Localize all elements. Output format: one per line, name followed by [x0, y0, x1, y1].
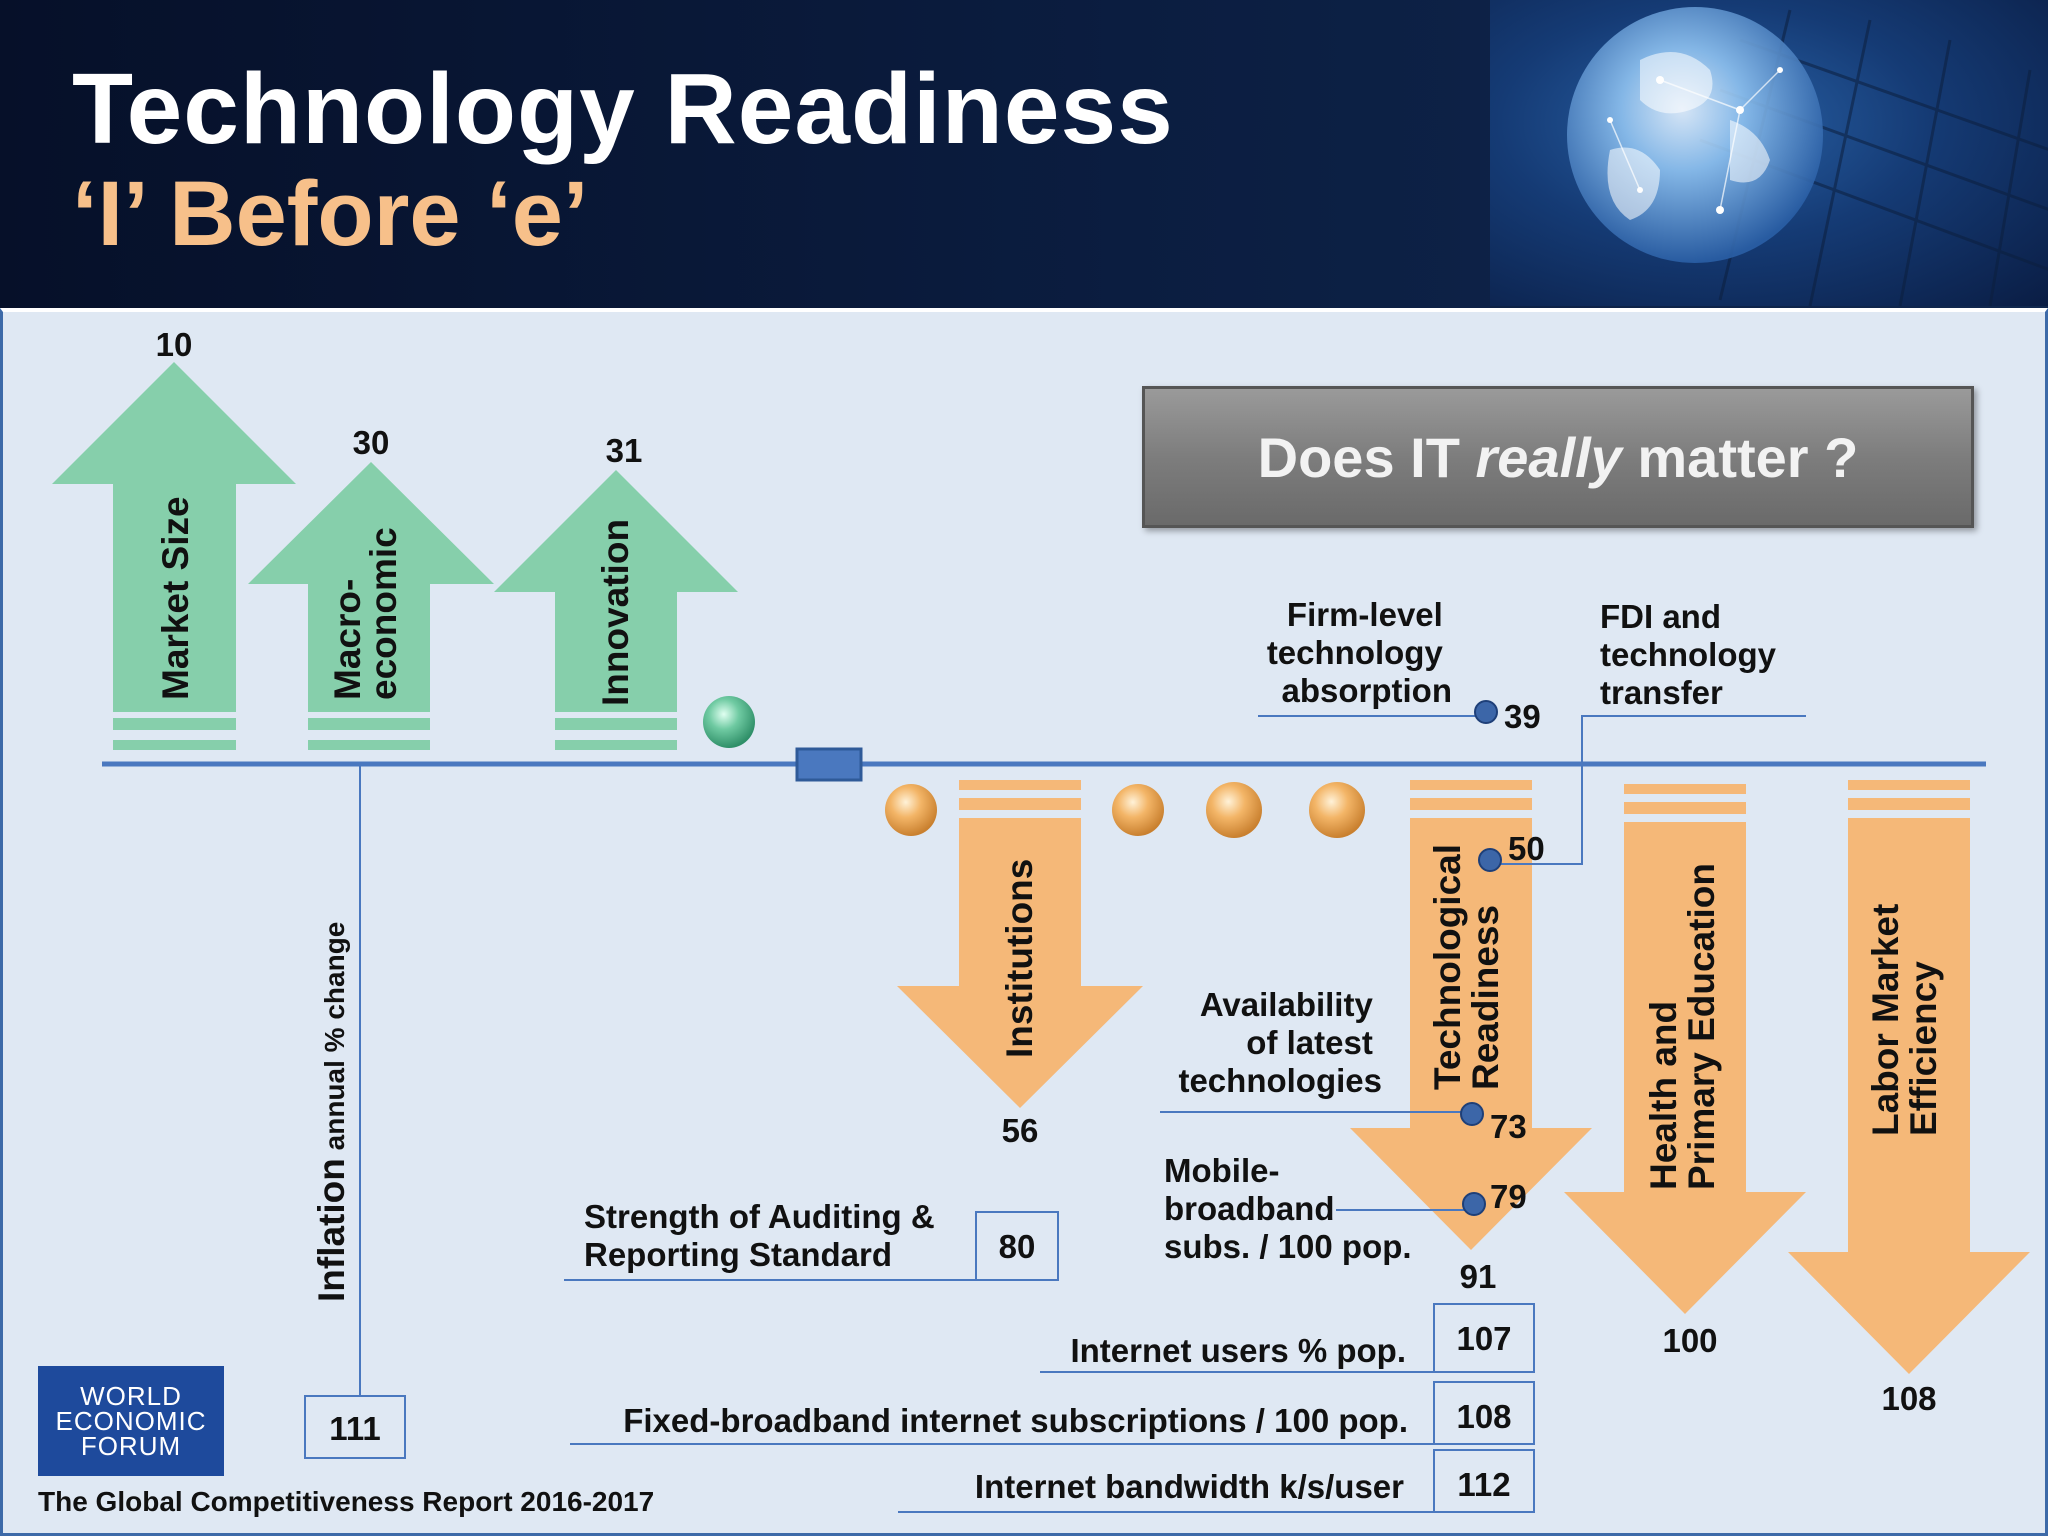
arrow-label-health-line1: Health and — [1643, 1001, 1684, 1190]
inflation-sublabel: annual % change — [319, 922, 350, 1159]
svg-text:Strength of Auditing & R: Strength of Auditing & Reporting Standar… — [584, 1198, 944, 1273]
svg-text:Internet bandwidth k/s/user: Internet bandwidth k/s/user — [975, 1468, 1404, 1505]
arrow-label-health-line2: Primary Education — [1681, 863, 1722, 1190]
rank-institutions: 56 — [1002, 1112, 1039, 1149]
rank-internet-users: 107 — [1456, 1320, 1511, 1357]
orange-ball — [1206, 782, 1262, 838]
arrow-label-labor-line2: Efficiency — [1903, 961, 1944, 1136]
svg-text:Firm-level technology: Firm-level technology absorption — [1267, 596, 1452, 709]
wef-logo: WORLD ECONOMIC FORUM — [38, 1366, 224, 1476]
slide-title: Technology Readiness — [72, 53, 1174, 165]
arrow-technological-readiness: Technological Readiness 91 — [1350, 780, 1592, 1295]
banner-emphasis: really — [1475, 425, 1622, 489]
rank-macroeconomic: 30 — [353, 424, 390, 461]
orange-ball — [1112, 784, 1164, 836]
indicator-availability: Availability of latest technologies 73 — [1160, 986, 1527, 1145]
rank-auditing: 80 — [999, 1228, 1036, 1265]
arrow-label-macro-line1: Macro- — [327, 579, 368, 700]
arrow-label-market-size: Market Size — [155, 496, 196, 700]
rank-technological-readiness: 91 — [1460, 1258, 1497, 1295]
arrow-macroeconomic: Macro- economic 30 — [248, 424, 494, 750]
arrow-label-tech-line1: Technological — [1427, 844, 1468, 1090]
svg-text:Fixed-broadband internet subsc: Fixed-broadband internet subscriptions /… — [623, 1402, 1408, 1439]
inflation-label: Inflation — [311, 1158, 352, 1302]
indicator-bandwidth: Internet bandwidth k/s/user 112 — [898, 1449, 1535, 1513]
svg-text:Inflation annual % change: Inflation annual % change — [311, 922, 352, 1302]
question-banner: Does IT really matter ? — [1142, 386, 1974, 528]
rank-innovation: 31 — [606, 432, 643, 469]
svg-text:FDI and technology: FDI and technology transfer — [1600, 598, 1785, 711]
arrow-labor-market: Labor Market Efficiency 108 — [1788, 780, 2030, 1417]
arrow-label-innovation: Innovation — [595, 519, 636, 706]
arrow-label-institutions: Institutions — [999, 859, 1040, 1058]
arrow-health-education: Health and Primary Education 100 — [1564, 784, 1806, 1359]
rank-market-size: 10 — [156, 326, 193, 363]
svg-text:Internet users % pop.: Internet users % pop. — [1070, 1332, 1406, 1369]
indicator-firm-level: Firm-level technology absorption 39 — [1258, 596, 1541, 735]
arrow-institutions: Institutions 56 — [897, 780, 1143, 1149]
rank-mobile-broadband: 79 — [1490, 1178, 1527, 1215]
orange-ball — [1309, 782, 1365, 838]
header-bar: Technology Readiness ‘I’ Before ‘e’ — [0, 0, 2048, 308]
banner-prefix: Does IT — [1257, 425, 1476, 489]
rank-health-education: 100 — [1662, 1322, 1717, 1359]
footer-source: The Global Competitiveness Report 2016-2… — [38, 1486, 655, 1517]
arrow-innovation: Innovation 31 — [494, 432, 738, 750]
indicator-internet-users: Internet users % pop. 107 — [1040, 1303, 1535, 1373]
arrow-label-labor-line1: Labor Market — [1865, 904, 1906, 1136]
rank-bandwidth: 112 — [1457, 1466, 1510, 1503]
globe-laptop-image — [1490, 0, 2048, 306]
indicator-auditing: Strength of Auditing & Reporting Standar… — [564, 1198, 1059, 1281]
green-ball — [703, 696, 755, 748]
rank-fixed-broadband: 108 — [1456, 1398, 1511, 1435]
axis-marker — [795, 747, 863, 782]
svg-text:Mobile- broadband: Mobile- broadband subs. / 100 pop. — [1164, 1152, 1412, 1265]
svg-text:Availability of latest: Availability of latest technologies — [1178, 986, 1382, 1099]
rank-inflation: 111 — [329, 1410, 380, 1447]
rank-availability: 73 — [1490, 1108, 1527, 1145]
rank-labor-market: 108 — [1881, 1380, 1936, 1417]
rank-fdi: 50 — [1508, 830, 1545, 867]
orange-ball — [885, 784, 937, 836]
inflation-indicator: Inflation annual % change 111 — [304, 766, 406, 1459]
arrow-label-macro-line2: economic — [363, 527, 404, 700]
indicator-mobile-broadband: Mobile- broadband subs. / 100 pop. 79 — [1164, 1152, 1527, 1265]
arrow-label-tech-line2: Readiness — [1465, 905, 1506, 1090]
indicator-fixed-broadband: Fixed-broadband internet subscriptions /… — [570, 1381, 1535, 1445]
slide-subtitle: ‘I’ Before ‘e’ — [72, 163, 589, 265]
arrow-market-size: Market Size 10 — [52, 326, 296, 750]
banner-suffix: matter ? — [1621, 425, 1859, 489]
rank-firm-level: 39 — [1504, 698, 1541, 735]
indicator-fdi: FDI and technology transfer 50 — [1478, 598, 1806, 872]
